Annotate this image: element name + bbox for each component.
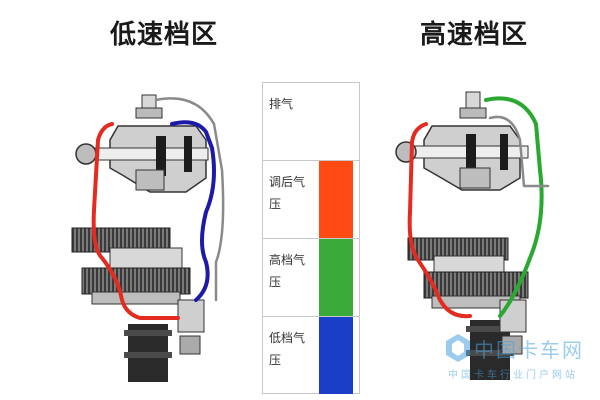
left-gray-tube [154, 97, 225, 302]
legend-label: 低档气压 [269, 331, 306, 367]
left-red-line [91, 122, 180, 320]
watermark-text: 中国卡车网 [474, 338, 584, 362]
watermark-subtext: 中国卡车行业门户网站 [448, 370, 578, 381]
pressure-legend: 排气 调后气压 高档气压 低档气压 [262, 82, 360, 394]
right-gray-tube [488, 115, 550, 188]
right-green-line [484, 96, 544, 318]
legend-label: 高档气压 [269, 253, 306, 289]
high-gear-mechanism [395, 91, 529, 380]
legend-swatch [319, 161, 353, 238]
legend-label: 排气 [269, 97, 294, 111]
low-gear-title: 低速档区 [110, 20, 219, 50]
legend-row-exhaust: 排气 [263, 83, 359, 161]
legend-row-low: 低档气压 [263, 317, 359, 395]
legend-swatch [319, 83, 353, 160]
low-gear-air-lines [91, 97, 225, 320]
high-gear-title: 高速档区 [420, 20, 529, 50]
legend-swatch [319, 239, 353, 316]
low-gear-mechanism [71, 94, 209, 382]
legend-swatch [319, 317, 353, 394]
legend-row-regulated: 调后气压 [263, 161, 359, 239]
watermark: 中国卡车网 中国卡车行业门户网站 [444, 330, 594, 390]
legend-label: 调后气压 [269, 175, 306, 211]
high-gear-air-lines [407, 96, 550, 319]
left-blue-line [170, 120, 216, 302]
right-red-line [407, 122, 472, 319]
legend-row-high: 高档气压 [263, 239, 359, 317]
watermark-logo-icon [446, 334, 470, 362]
